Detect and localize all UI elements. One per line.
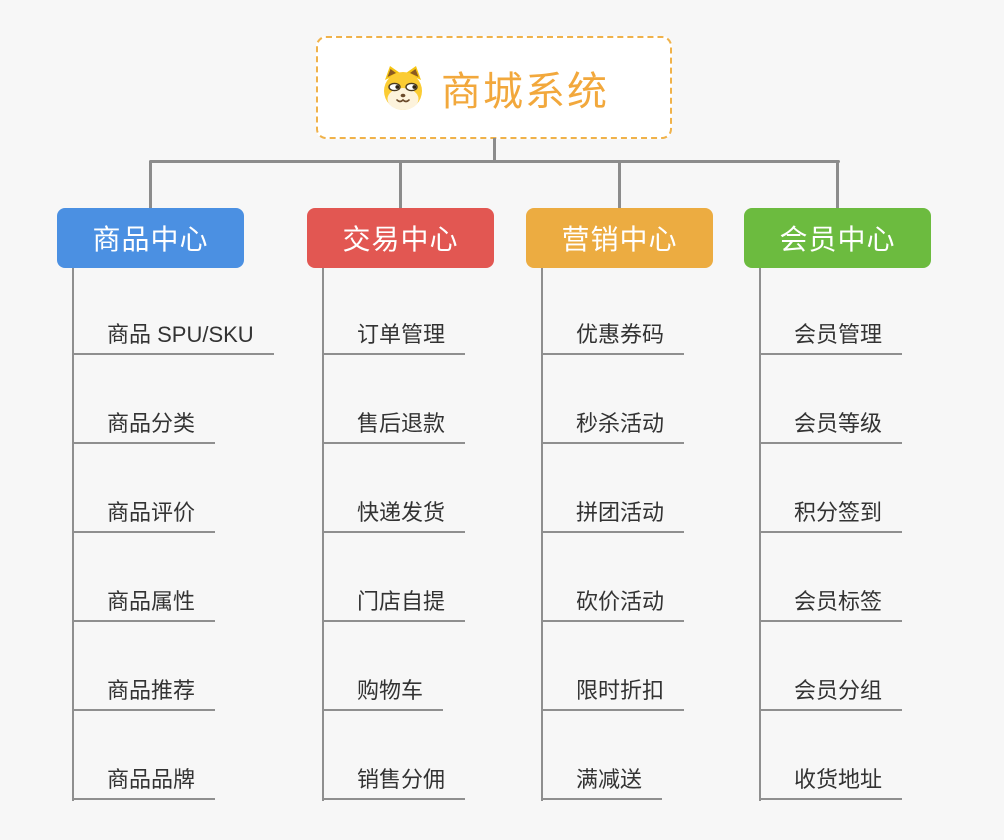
dog-face-icon: [384, 65, 422, 110]
branch-trunk-line: [541, 268, 543, 801]
leaf-node[interactable]: 会员管理: [759, 322, 903, 355]
category-label: 营销中心: [561, 224, 678, 255]
leaf-node[interactable]: 商品 SPU/SKU: [72, 322, 274, 355]
leaf-node[interactable]: 收货地址: [759, 767, 903, 800]
leaf-node[interactable]: 快递发货: [322, 500, 466, 533]
leaf-node[interactable]: 售后退款: [322, 411, 466, 444]
root-node[interactable]: 商城系统: [316, 36, 672, 139]
leaf-node[interactable]: 商品评价: [72, 500, 216, 533]
leaf-node[interactable]: 拼团活动: [541, 500, 685, 533]
branch-column-2: 营销中心优惠券码秒杀活动拼团活动砍价活动限时折扣满减送: [526, 208, 713, 808]
leaf-node[interactable]: 商品推荐: [72, 678, 216, 711]
leaf-node[interactable]: 商品属性: [72, 589, 216, 622]
connector-drop: [836, 161, 839, 208]
branch-trunk-line: [72, 268, 74, 801]
leaf-node[interactable]: 满减送: [541, 767, 663, 800]
category-node[interactable]: 会员中心: [744, 208, 931, 268]
leaf-node[interactable]: 优惠券码: [541, 322, 685, 355]
category-label: 交易中心: [342, 224, 459, 255]
root-connector-stub: [493, 138, 496, 161]
leaf-node[interactable]: 会员分组: [759, 678, 903, 711]
leaf-node[interactable]: 商品品牌: [72, 767, 216, 800]
branch-column-0: 商品中心商品 SPU/SKU 商品分类商品评价商品属性商品推荐商品品牌: [57, 208, 274, 808]
connector-horizontal-bar: [149, 160, 840, 163]
leaf-node[interactable]: 销售分佣: [322, 767, 466, 800]
leaf-node[interactable]: 商品分类: [72, 411, 216, 444]
branch-column-3: 会员中心会员管理会员等级积分签到会员标签会员分组收货地址: [744, 208, 931, 808]
category-node[interactable]: 商品中心: [57, 208, 244, 268]
category-label: 商品中心: [92, 224, 209, 255]
leaf-node[interactable]: 砍价活动: [541, 589, 685, 622]
root-title: 商城系统: [441, 69, 609, 114]
category-node[interactable]: 交易中心: [307, 208, 494, 268]
leaf-node[interactable]: 积分签到: [759, 500, 903, 533]
branch-trunk-line: [759, 268, 761, 801]
branch-trunk-line: [322, 268, 324, 801]
category-label: 会员中心: [779, 224, 896, 255]
leaf-node[interactable]: 门店自提: [322, 589, 466, 622]
category-node[interactable]: 营销中心: [526, 208, 713, 268]
leaf-node[interactable]: 会员标签: [759, 589, 903, 622]
connector-drop: [399, 161, 402, 208]
leaf-node[interactable]: 秒杀活动: [541, 411, 685, 444]
leaf-node[interactable]: 订单管理: [322, 322, 466, 355]
connector-drop: [618, 161, 621, 208]
branch-column-1: 交易中心订单管理售后退款快递发货门店自提购物车销售分佣: [307, 208, 494, 808]
connector-drop: [149, 161, 152, 208]
leaf-node[interactable]: 会员等级: [759, 411, 903, 444]
leaf-node[interactable]: 限时折扣: [541, 678, 685, 711]
leaf-node[interactable]: 购物车: [322, 678, 444, 711]
